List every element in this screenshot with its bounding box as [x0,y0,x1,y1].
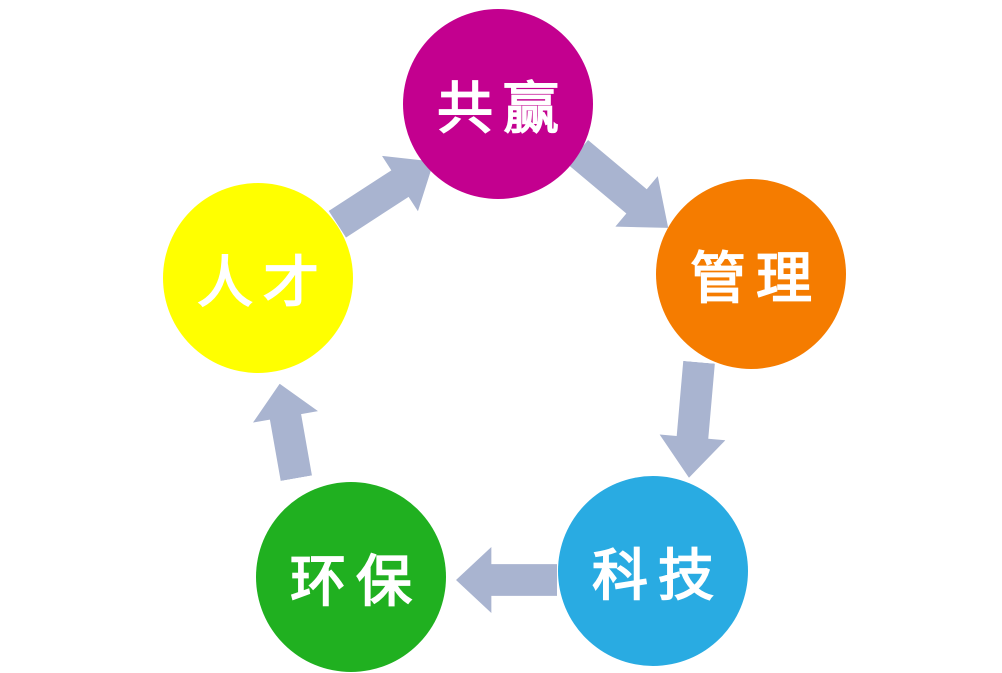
node-management-label: 管理 [690,248,822,311]
node-talent: 人才 [163,183,353,373]
node-winwin: 共赢 [403,9,593,199]
node-talent-label: 人才 [197,252,329,315]
node-management: 管理 [656,179,846,369]
node-environment-label: 环保 [290,551,422,614]
arrow-management-to-technology [656,359,732,480]
node-winwin-label: 共赢 [437,78,569,141]
node-technology-label: 科技 [592,545,724,608]
arrow-technology-to-environment [456,547,557,613]
node-environment: 环保 [256,482,446,672]
node-technology: 科技 [558,476,748,666]
arrow-environment-to-talent [247,378,329,484]
